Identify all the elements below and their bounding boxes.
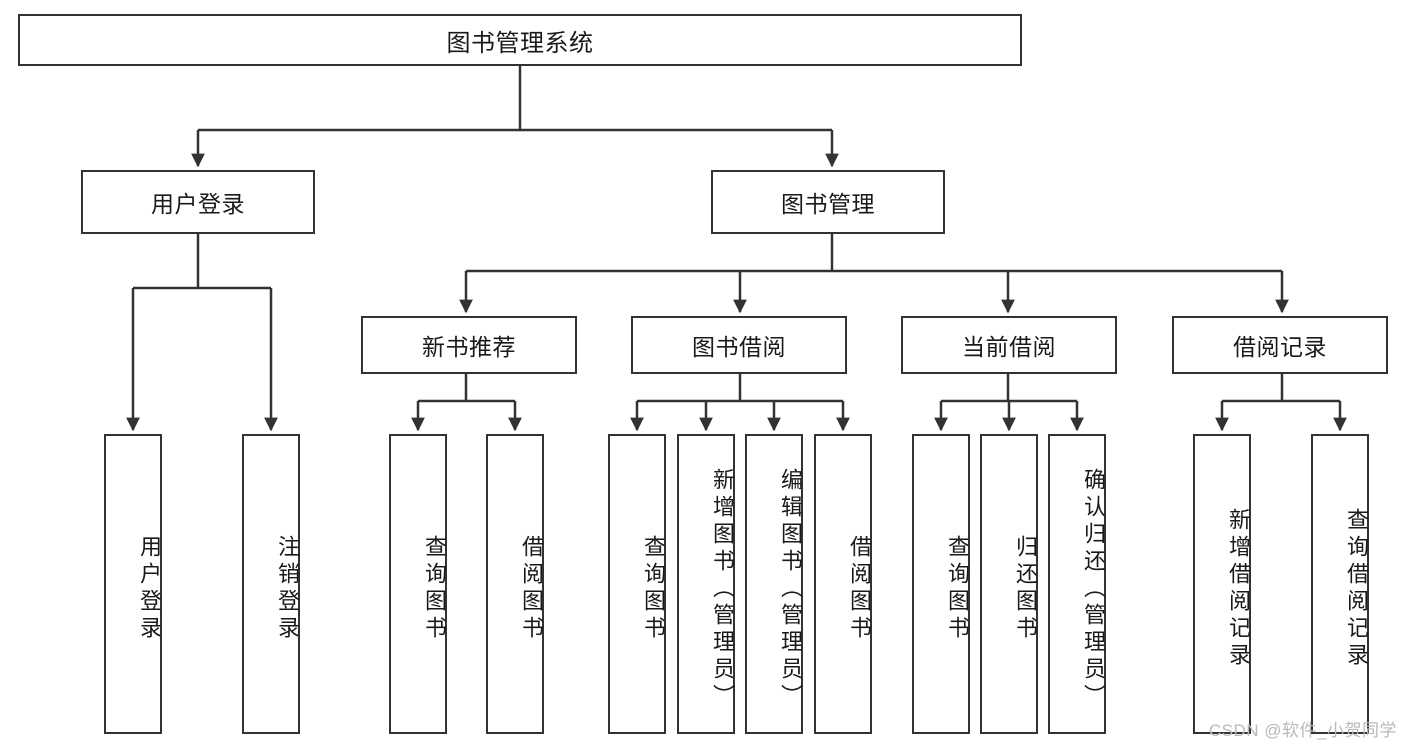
leaf-current-confirm-return-admin[interactable]: 确认归还（管理员） [1048, 434, 1106, 734]
node-label: 查询图书 [422, 535, 447, 643]
node-user-login[interactable]: 用户登录 [81, 170, 315, 234]
leaf-borrow-borrow-book[interactable]: 借阅图书 [814, 434, 872, 734]
leaf-borrow-edit-book-admin[interactable]: 编辑图书（管理员） [745, 434, 803, 734]
node-label: 借阅记录 [1233, 334, 1327, 360]
node-label: 用户登录 [137, 535, 162, 643]
node-label: 查询图书 [945, 535, 970, 643]
leaf-record-add-borrow-record[interactable]: 新增借阅记录 [1193, 434, 1251, 734]
node-label: 图书借阅 [692, 334, 786, 360]
leaf-borrow-query-book[interactable]: 查询图书 [608, 434, 666, 734]
leaf-record-query-borrow-record[interactable]: 查询借阅记录 [1311, 434, 1369, 734]
node-label: 新增图书（管理员） [710, 467, 735, 711]
node-book-management[interactable]: 图书管理 [711, 170, 945, 234]
node-label: 图书管理系统 [446, 29, 594, 57]
leaf-current-query-book[interactable]: 查询图书 [912, 434, 970, 734]
node-current-borrowing[interactable]: 当前借阅 [901, 316, 1117, 374]
leaf-borrow-add-book-admin[interactable]: 新增图书（管理员） [677, 434, 735, 734]
leaf-recommend-borrow-book[interactable]: 借阅图书 [486, 434, 544, 734]
node-label: 查询借阅记录 [1344, 508, 1369, 670]
node-label: 用户登录 [151, 191, 245, 217]
watermark: CSDN @软件_小贺同学 [1208, 721, 1397, 740]
node-label: 注销登录 [275, 535, 300, 643]
leaf-user-login-signout[interactable]: 注销登录 [242, 434, 300, 734]
node-label: 确认归还（管理员） [1081, 467, 1106, 711]
leaf-user-login-signin[interactable]: 用户登录 [104, 434, 162, 734]
node-label: 归还图书 [1013, 535, 1038, 643]
leaf-recommend-query-book[interactable]: 查询图书 [389, 434, 447, 734]
node-book-borrowing[interactable]: 图书借阅 [631, 316, 847, 374]
node-label: 新书推荐 [422, 334, 516, 360]
node-new-book-recommendation[interactable]: 新书推荐 [361, 316, 577, 374]
node-borrowing-record[interactable]: 借阅记录 [1172, 316, 1388, 374]
node-label: 新增借阅记录 [1226, 508, 1251, 670]
node-label: 借阅图书 [847, 535, 872, 643]
leaf-current-return-book[interactable]: 归还图书 [980, 434, 1038, 734]
node-label: 借阅图书 [519, 535, 544, 643]
node-root-book-management-system[interactable]: 图书管理系统 [18, 14, 1022, 66]
node-label: 查询图书 [641, 535, 666, 643]
node-label: 编辑图书（管理员） [778, 467, 803, 711]
node-label: 当前借阅 [962, 334, 1056, 360]
node-label: 图书管理 [781, 191, 875, 217]
